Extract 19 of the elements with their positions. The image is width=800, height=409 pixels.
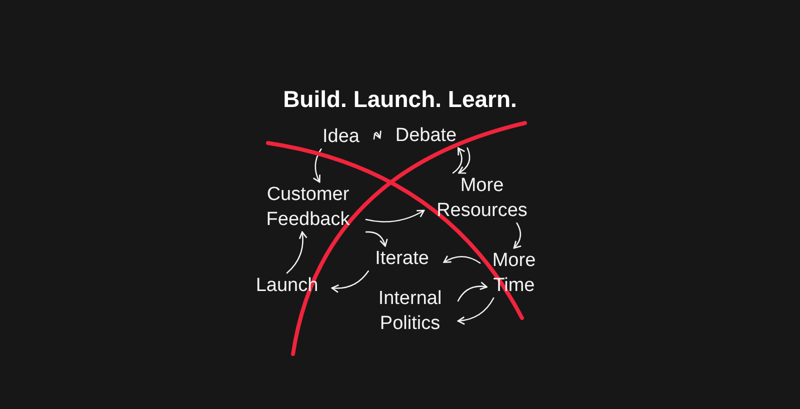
step-label: Internal Politics <box>377 287 443 336</box>
curved-arrow <box>373 130 382 140</box>
curved-arrow <box>286 231 308 274</box>
step-label: Iterate <box>375 247 429 271</box>
curved-arrow <box>457 282 488 302</box>
curved-arrow <box>331 270 370 293</box>
step-label: Idea <box>322 125 360 149</box>
curved-arrow <box>458 147 470 174</box>
curved-arrow <box>457 297 494 325</box>
curved-arrow <box>452 147 466 174</box>
step-label: Debate <box>395 124 457 148</box>
curved-arrow <box>365 231 388 247</box>
step-label: Customer Feedback <box>265 183 351 232</box>
step-label: More Resources <box>436 174 528 223</box>
curved-arrow <box>365 210 425 222</box>
curved-arrow <box>443 255 481 264</box>
title: Build. Launch. Learn. <box>282 85 518 114</box>
curved-arrow <box>312 148 322 183</box>
curved-arrow <box>513 222 522 249</box>
